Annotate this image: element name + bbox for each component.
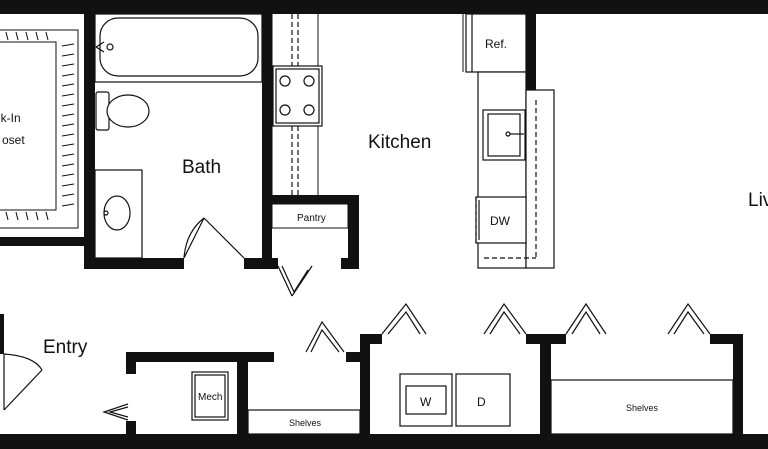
shelves-left bbox=[247, 409, 361, 435]
wall-pantry-top bbox=[262, 195, 359, 204]
wall-divider-2-cap bbox=[360, 334, 382, 344]
wall-divider-4-cap bbox=[710, 334, 743, 344]
bifold-doors[interactable] bbox=[3, 302, 711, 421]
closet-shelf-outer bbox=[0, 29, 79, 229]
pantry-door[interactable] bbox=[277, 265, 313, 297]
label-mech: Mech bbox=[198, 392, 222, 403]
dryer bbox=[455, 373, 511, 427]
room-label-closet-2: oset bbox=[2, 133, 25, 147]
room-label-entry: Entry bbox=[43, 337, 88, 358]
refrigerator bbox=[465, 13, 527, 73]
closet-hangers-top bbox=[5, 31, 49, 41]
walk-in-closet bbox=[0, 29, 79, 229]
room-label-closet-1: lk-In bbox=[0, 111, 21, 125]
bifold-door-5 bbox=[667, 302, 711, 335]
wall-divider-2 bbox=[360, 334, 370, 436]
wall-fridge-right bbox=[526, 14, 536, 90]
wall-mech-left-top bbox=[126, 352, 136, 374]
closet-hangers-right bbox=[61, 43, 75, 207]
mech-door bbox=[102, 403, 129, 421]
burner-1 bbox=[279, 75, 291, 87]
bifold-door-2 bbox=[381, 302, 427, 335]
label-dryer: D bbox=[477, 395, 486, 409]
wall-bath-bottom-right bbox=[244, 258, 278, 269]
label-shelves-right: Shelves bbox=[626, 403, 659, 413]
burner-3 bbox=[279, 104, 291, 116]
toilet-bowl bbox=[106, 94, 150, 128]
burner-2 bbox=[303, 75, 315, 87]
closet-shelf-inner bbox=[0, 41, 57, 211]
wall-bottom bbox=[0, 434, 768, 449]
wall-divider-3 bbox=[540, 334, 551, 436]
wall-divider-4 bbox=[733, 334, 743, 436]
bifold-door-3 bbox=[483, 302, 527, 335]
wall-pantry-right bbox=[348, 195, 359, 269]
bath-fixtures bbox=[94, 13, 263, 259]
wall-closet-right bbox=[84, 14, 95, 269]
label-shelves-left: Shelves bbox=[289, 418, 322, 428]
bifold-door-4 bbox=[565, 302, 607, 335]
bifold-door-1 bbox=[305, 320, 345, 353]
wall-divider-3-cap bbox=[526, 334, 566, 344]
wall-mech-top bbox=[126, 352, 274, 362]
bath-door[interactable] bbox=[183, 217, 245, 259]
wall-pantry-bottom-right bbox=[341, 258, 359, 269]
shelves-right bbox=[550, 379, 734, 435]
wall-entry-left bbox=[0, 314, 4, 354]
pantry-shelf bbox=[271, 203, 349, 229]
tub-faucet-icon bbox=[95, 41, 114, 53]
burner-4 bbox=[303, 104, 315, 116]
label-refrigerator: Ref. bbox=[485, 37, 507, 51]
labels: lk-In oset Bath Kitchen Liv Entry Ref. P… bbox=[0, 37, 768, 428]
wall-bath-bottom-left bbox=[84, 258, 184, 269]
label-pantry: Pantry bbox=[297, 213, 326, 224]
pantry bbox=[271, 203, 349, 229]
label-dishwasher: DW bbox=[490, 214, 511, 228]
dishwasher bbox=[475, 196, 527, 244]
wall-bath-right bbox=[262, 14, 272, 269]
wall-divider-2-top bbox=[346, 352, 370, 362]
room-label-kitchen: Kitchen bbox=[368, 132, 431, 153]
closet-hangers-bottom bbox=[5, 211, 49, 221]
storage-fixtures bbox=[191, 371, 734, 435]
sink-drain bbox=[103, 210, 109, 216]
room-label-living: Liv bbox=[748, 190, 768, 211]
wall-closet-bottom bbox=[0, 237, 95, 246]
kitchen-fixtures bbox=[271, 13, 555, 269]
entry-door bbox=[3, 353, 43, 411]
wall-divider-1 bbox=[237, 362, 248, 436]
wall-mech-left-bottom bbox=[126, 421, 136, 436]
label-washer: W bbox=[420, 395, 432, 409]
room-label-bath: Bath bbox=[182, 157, 221, 178]
wall-top bbox=[0, 0, 768, 14]
bathtub-inner bbox=[99, 17, 259, 77]
